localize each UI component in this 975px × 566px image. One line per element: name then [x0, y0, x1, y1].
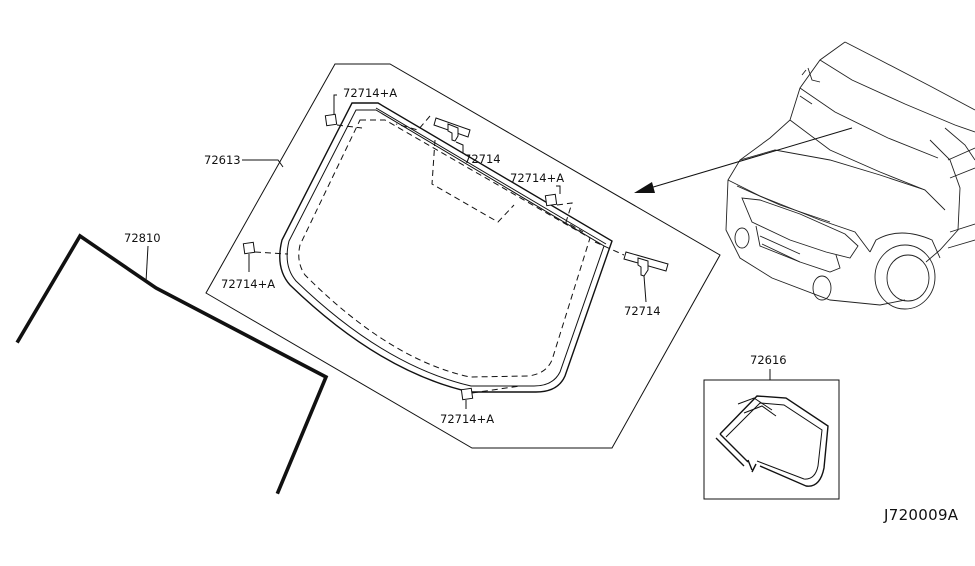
label-spacer-bottom: 72714+A	[440, 412, 494, 426]
label-spacer-left: 72714+A	[221, 277, 275, 291]
location-arrow	[634, 127, 853, 193]
bracket-right	[623, 251, 669, 277]
label-spacer-top-left: 72714+A	[343, 86, 397, 100]
windshield-top-seal	[375, 107, 607, 245]
label-windshield-glass: 72613	[204, 153, 241, 167]
diagram-code: J720009A	[883, 506, 959, 524]
bracket-top-center	[433, 117, 471, 142]
label-bracket-top-center: 72714	[464, 152, 501, 166]
leader-lines	[145, 94, 771, 409]
spacer-top-right	[544, 193, 558, 207]
glass-assembly-panel	[205, 63, 721, 449]
kit-box	[703, 379, 840, 500]
label-bracket-right: 72714	[624, 304, 661, 318]
roof-molding	[15, 233, 329, 495]
spacer-top-left	[324, 113, 338, 127]
label-spacer-top-right: 72714+A	[510, 171, 564, 185]
mirror-mount-area	[431, 139, 515, 223]
windshield-print-line	[298, 119, 591, 378]
windshield-glass-inner-edge	[286, 109, 605, 387]
kit-seal-ring	[715, 395, 829, 487]
label-molding: 72810	[124, 231, 161, 245]
vehicle-illustration	[725, 41, 975, 310]
windshield-glass-outline	[279, 102, 613, 393]
spacer-left	[242, 241, 256, 255]
spacer-bottom	[460, 387, 474, 401]
label-kit: 72616	[750, 353, 787, 367]
